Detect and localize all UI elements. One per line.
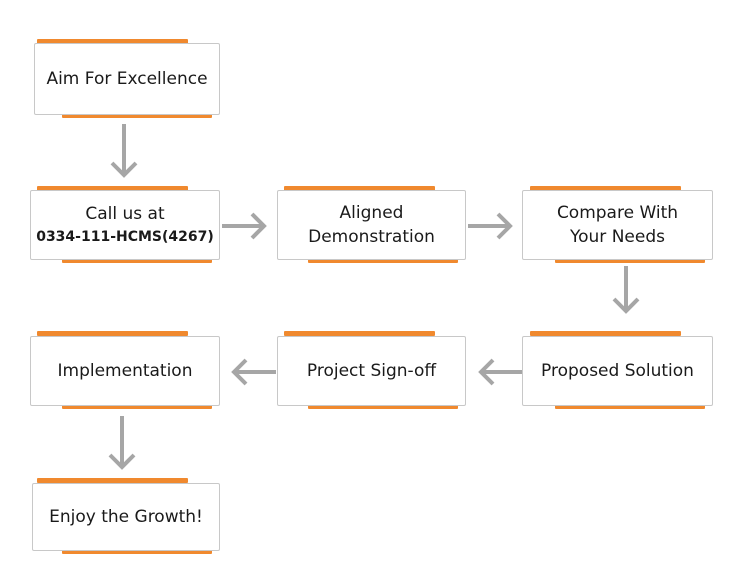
accent-bar-bottom — [308, 258, 458, 263]
accent-bar-top — [530, 331, 681, 336]
arrow-proposed-to-signoff — [478, 358, 522, 386]
accent-bar-top — [284, 331, 435, 336]
accent-bar-bottom — [62, 404, 212, 409]
arrow-compare-to-proposed — [612, 266, 640, 314]
step-proposed-solution: Proposed Solution — [522, 336, 713, 406]
accent-bar-bottom — [62, 258, 212, 263]
arrow-aligned-to-compare — [468, 212, 513, 240]
step-call-us: Call us at 0334-111-HCMS(4267) — [30, 190, 220, 260]
step-label: Project Sign-off — [306, 361, 437, 381]
accent-bar-bottom — [555, 404, 705, 409]
accent-bar-bottom — [62, 549, 212, 554]
step-aim-for-excellence: Aim For Excellence — [34, 43, 220, 115]
accent-bar-top — [37, 186, 188, 191]
step-label: Demonstration — [308, 227, 435, 247]
accent-bar-top — [37, 331, 188, 336]
step-label: Your Needs — [570, 227, 665, 247]
step-label: Aim For Excellence — [46, 69, 208, 89]
accent-bar-bottom — [555, 258, 705, 263]
step-compare-with-needs: Compare With Your Needs — [522, 190, 713, 260]
step-label: Compare With — [556, 203, 679, 223]
step-project-signoff: Project Sign-off — [277, 336, 466, 406]
arrow-aim-to-call — [110, 124, 138, 178]
step-label: Proposed Solution — [541, 361, 694, 381]
step-label: Enjoy the Growth! — [49, 507, 203, 527]
accent-bar-top — [530, 186, 681, 191]
step-implementation: Implementation — [30, 336, 220, 406]
step-enjoy-the-growth: Enjoy the Growth! — [32, 483, 220, 551]
phone-number: 0334-111-HCMS(4267) — [36, 229, 214, 245]
step-label: Call us at — [85, 204, 165, 224]
accent-bar-bottom — [62, 113, 212, 118]
accent-bar-top — [37, 39, 188, 44]
accent-bar-top — [284, 186, 435, 191]
arrow-signoff-to-implementation — [231, 358, 276, 386]
step-label: Aligned — [339, 203, 404, 223]
arrow-call-to-aligned — [222, 212, 267, 240]
step-aligned-demonstration: Aligned Demonstration — [277, 190, 466, 260]
accent-bar-top — [37, 478, 188, 483]
arrow-implementation-to-enjoy — [108, 416, 136, 470]
accent-bar-bottom — [308, 404, 458, 409]
step-label: Implementation — [57, 361, 193, 381]
